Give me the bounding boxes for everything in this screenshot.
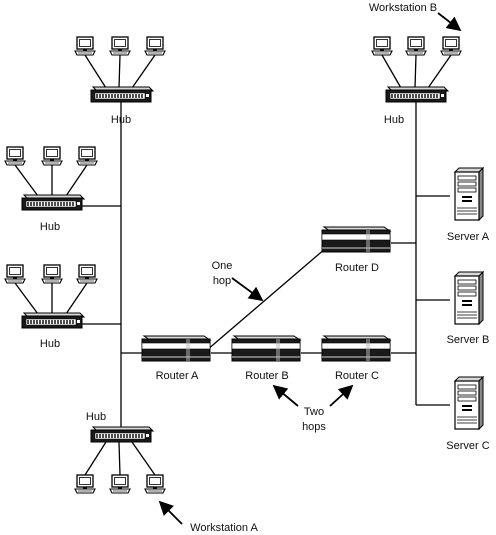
two-hops-arrow-icon-right: [329, 384, 354, 407]
workstation-b-computer-icon: [440, 36, 462, 56]
hub-icon: [90, 426, 154, 443]
router-b-icon: [231, 335, 301, 362]
hub2-links: [14, 164, 88, 197]
router-a-icon: [141, 335, 211, 362]
computer-icon: [405, 36, 427, 56]
computer-icon: [41, 264, 63, 284]
one-hop-arrow-icon: [231, 277, 264, 302]
hub-icon: [90, 86, 154, 103]
two-hops-arrow-icon-left: [272, 384, 299, 407]
servers: [454, 167, 484, 430]
computer-icon: [4, 264, 26, 284]
router-c-icon: [321, 335, 391, 362]
hub5-links: [381, 54, 452, 89]
one-hop-label-line1: One: [212, 260, 233, 272]
routers: [141, 226, 391, 362]
computer-icon: [76, 146, 98, 166]
hub-label: Hub: [40, 221, 60, 233]
workstation-a-label: Workstation A: [190, 522, 258, 534]
computer-icon: [76, 264, 98, 284]
computer-icon: [109, 474, 131, 494]
router-d-label: Router D: [335, 262, 379, 274]
computer-icon: [41, 146, 63, 166]
workstation-b-label: Workstation B: [369, 2, 437, 14]
computer-icon: [144, 36, 166, 56]
one-hop-label-line2: hop: [213, 275, 231, 287]
server-b-icon: [454, 271, 484, 325]
connection-lines: [14, 54, 452, 476]
link-router-a-router-d: [206, 247, 327, 351]
computer-icon: [109, 36, 131, 56]
hub-label: Hub: [384, 114, 404, 126]
server-b-label: Server B: [447, 334, 490, 346]
server-c-label: Server C: [446, 440, 489, 452]
router-b-label: Router B: [245, 370, 288, 382]
router-c-label: Router C: [335, 370, 379, 382]
computer-icon: [371, 36, 393, 56]
pointer-arrows: [158, 12, 462, 525]
computer-icon: [4, 146, 26, 166]
computer-icon: [74, 474, 96, 494]
hub-label: Hub: [86, 411, 106, 423]
server-a-label: Server A: [447, 231, 490, 243]
two-hops-label-line1: Two: [304, 406, 324, 418]
server-a-icon: [454, 167, 484, 221]
computer-icon: [74, 36, 96, 56]
hub-icon: [21, 312, 85, 329]
labels: Hub Hub Hub Hub Hub Router A Router B Ro…: [40, 2, 490, 534]
router-d-icon: [321, 226, 391, 253]
computers: [4, 36, 462, 494]
hub4-links: [84, 441, 156, 476]
hub-label: Hub: [40, 338, 60, 350]
hub-icon: [21, 194, 85, 211]
server-c-icon: [454, 376, 484, 430]
hub3-links: [14, 282, 88, 315]
workstation-b-arrow-icon: [437, 12, 462, 32]
hub-label: Hub: [111, 114, 131, 126]
hub1-links: [84, 54, 156, 89]
workstation-a-arrow-icon: [158, 500, 183, 525]
hub-icon: [385, 86, 449, 103]
two-hops-label-line2: hops: [302, 421, 326, 433]
workstation-a-computer-icon: [144, 474, 166, 494]
router-a-label: Router A: [156, 370, 199, 382]
